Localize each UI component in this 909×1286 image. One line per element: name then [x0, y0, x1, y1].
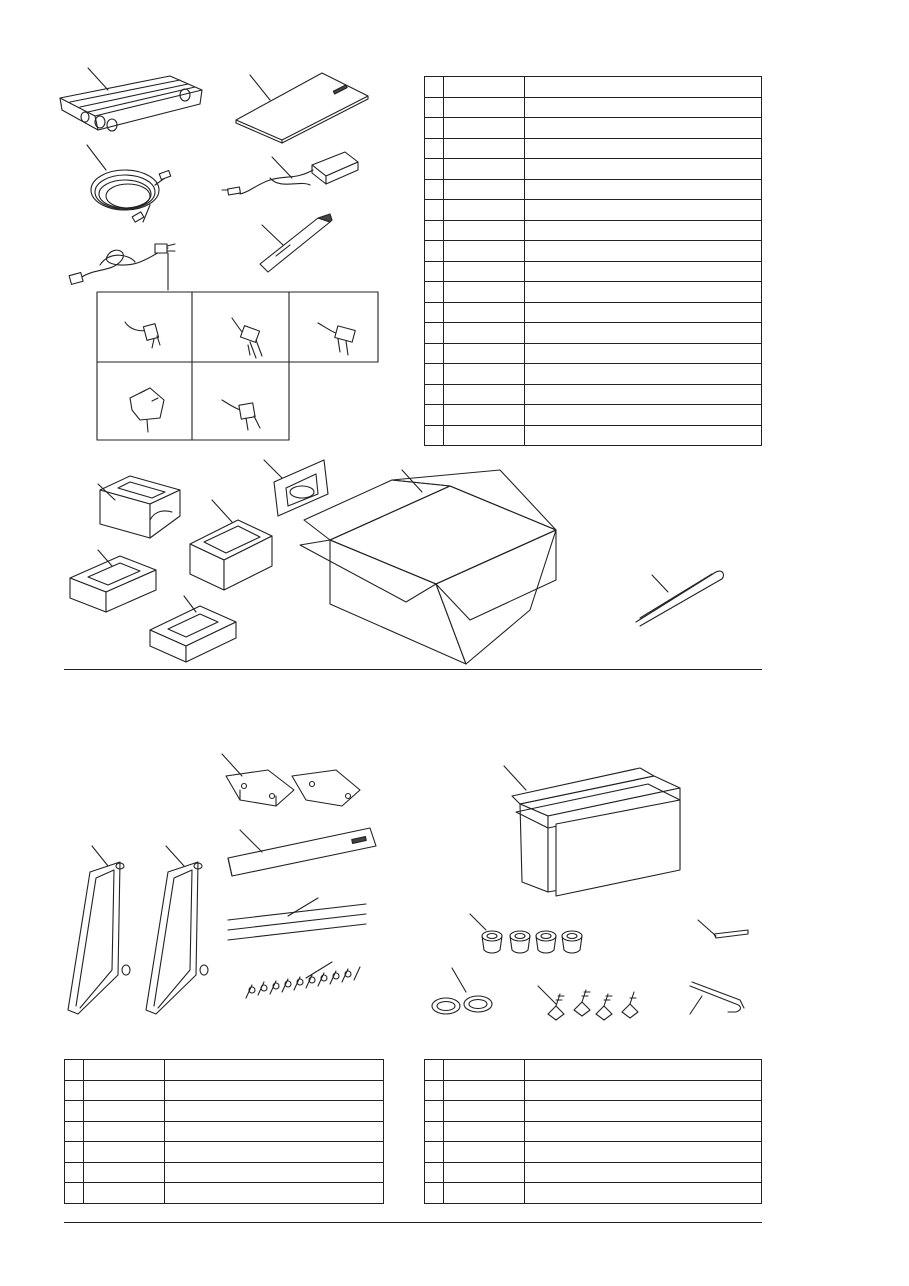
foam-packing-2-icon: [69, 549, 157, 613]
stand-bracket-icon: [221, 753, 361, 807]
section-divider-top: [64, 669, 762, 670]
roller-tray-icon: [59, 67, 203, 132]
table-row: [424, 219, 762, 241]
table-row: [424, 158, 762, 180]
stand-leg-right-icon: [145, 845, 209, 1015]
usb-cable-icon: [86, 144, 172, 223]
hex-key-small-icon: [697, 919, 749, 939]
stand-box-icon: [503, 765, 681, 897]
table-row: [424, 1182, 762, 1204]
table-row: [424, 1120, 762, 1142]
plug-type-i-alt-icon: [221, 399, 261, 431]
ac-adapter-icon: [221, 151, 359, 196]
table-row: [424, 424, 762, 446]
table-row: [424, 117, 762, 139]
support-rods-icon: [227, 897, 367, 941]
foam-packing-4-icon: [149, 595, 237, 663]
parts-table-bottom-right: [424, 1059, 762, 1204]
hex-key-large-icon: [689, 981, 745, 1015]
screws-set-icon: [245, 961, 361, 999]
table-cell-desc: [524, 424, 762, 446]
table-cell-desc: [164, 1182, 384, 1204]
power-cord-icon: [68, 243, 379, 293]
parts-table-bottom-left: [64, 1059, 384, 1204]
foam-packing-1-icon: [97, 475, 181, 539]
plug-variants-grid: [96, 291, 379, 441]
table-row: [424, 260, 762, 282]
parts-table-top-right: [424, 76, 762, 446]
cardboard-insert-icon: [263, 459, 329, 517]
section-divider-bottom: [64, 1222, 762, 1223]
stand-crossbar-icon: [227, 827, 377, 877]
stand-leg-left-icon: [67, 845, 131, 1015]
foam-packing-3-icon: [189, 499, 273, 591]
table-row: [424, 199, 762, 221]
table-row: [424, 322, 762, 344]
table-row: [424, 363, 762, 385]
table-row: [424, 76, 762, 98]
tweezers-icon: [635, 570, 725, 627]
rubber-feet-icon: [469, 913, 583, 954]
plug-type-i-icon: [124, 321, 161, 349]
cutter-icon: [259, 213, 333, 273]
table-row: [64, 1059, 384, 1081]
table-row: [424, 342, 762, 364]
plug-type-e-icon: [317, 322, 356, 356]
table-row: [64, 1120, 384, 1142]
table-cell-desc: [524, 1182, 762, 1204]
table-row: [424, 240, 762, 262]
table-row: [64, 1182, 384, 1204]
table-row: [424, 1079, 762, 1101]
plug-type-b-icon: [231, 317, 263, 359]
shipping-box-icon: [299, 469, 557, 665]
plug-type-g-icon: [129, 387, 165, 433]
table-row: [424, 137, 762, 159]
wing-bolts-icon: [537, 985, 639, 1021]
washers-icon: [431, 967, 493, 1015]
manual-icon: [235, 72, 369, 144]
